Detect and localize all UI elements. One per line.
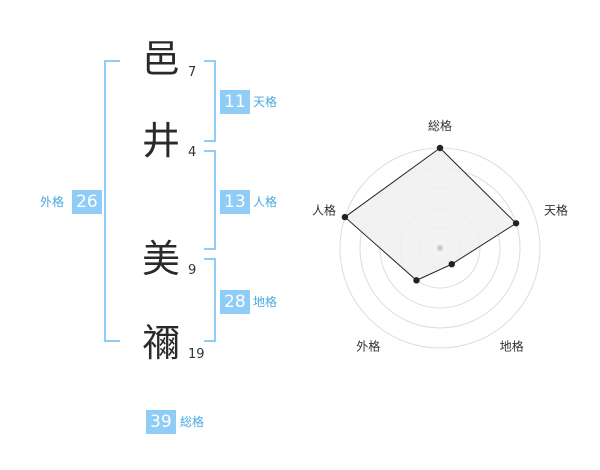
tenkaku-label: 天格 [253,95,278,109]
radar-series-area [344,147,517,281]
radar-point [448,260,455,268]
jinkaku-label: 人格 [253,195,278,209]
jinkaku-value: 13 [220,190,250,214]
stroke-count-2: 4 [188,145,197,160]
radar-axis-label: 天格 [544,202,568,217]
stroke-count-1: 7 [188,65,197,80]
name-char-3: 美 [141,237,180,281]
radar-axis-label: 総格 [428,118,452,133]
tenkaku-value: 11 [220,90,250,114]
tenkaku-bracket [204,60,216,142]
radar-axis-label: 地格 [500,339,524,354]
name-char-4: 禰 [141,321,180,365]
soukaku-label: 総格 [180,415,205,429]
gaikaku-bracket [104,60,120,342]
stroke-count-3: 9 [188,263,197,278]
soukaku-value: 39 [146,410,176,434]
chikaku-label: 地格 [253,295,278,309]
radar-axis-label: 外格 [356,339,380,354]
gaikaku-label: 外格 [40,195,65,209]
chikaku-bracket [204,258,216,342]
radar-point [436,144,444,152]
radar-axis-label: 人格 [312,202,336,217]
radar-point [341,213,349,221]
radar-center-dot [437,245,443,251]
name-char-2: 井 [141,119,180,163]
name-char-1: 邑 [141,37,180,81]
gaikaku-value: 26 [72,190,102,214]
chikaku-value: 28 [220,290,250,314]
radar-point [512,220,520,227]
stroke-count-4: 19 [188,347,205,362]
radar-point [413,277,420,284]
jinkaku-bracket [204,150,216,250]
